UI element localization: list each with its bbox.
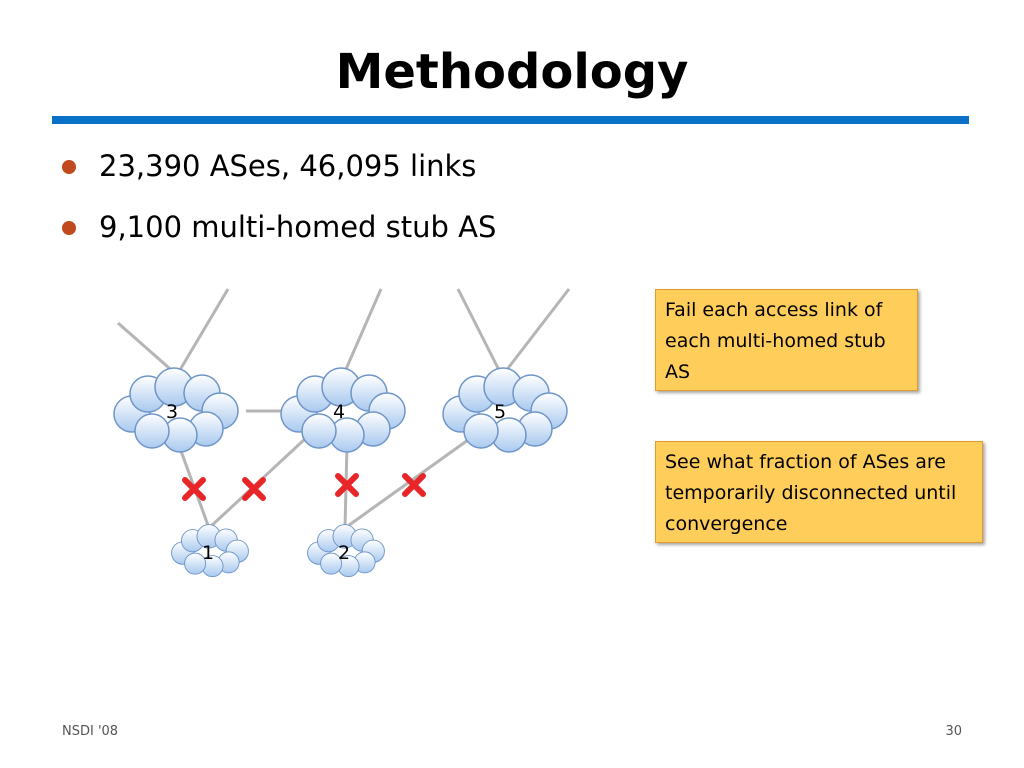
title-divider <box>52 116 969 124</box>
bullet-list: 23,390 ASes, 46,095 links 9,100 multi-ho… <box>62 146 662 268</box>
upstream-link <box>341 288 383 377</box>
bullet-item: 9,100 multi-homed stub AS <box>62 207 662 247</box>
link-5-2 <box>344 438 469 530</box>
page-number: 30 <box>945 724 962 739</box>
callout-measure-disconnection: See what fraction of ASes are temporaril… <box>655 441 983 543</box>
node-label-3: 3 <box>166 401 178 423</box>
slide-title: Methodology <box>335 44 689 100</box>
bullet-dot-icon <box>62 221 76 235</box>
bullet-item: 23,390 ASes, 46,095 links <box>62 146 662 186</box>
callout-fail-links: Fail each access link of each multi-home… <box>655 289 918 391</box>
footer-venue: NSDI '08 <box>62 724 119 739</box>
bullet-text: 23,390 ASes, 46,095 links <box>99 149 477 183</box>
upstream-link <box>500 288 571 377</box>
node-label-4: 4 <box>333 401 345 423</box>
node-label-2: 2 <box>338 542 350 564</box>
upstream-link <box>175 288 230 376</box>
node-label-1: 1 <box>202 542 214 564</box>
upstream-link <box>456 288 504 377</box>
upstream-links <box>117 288 571 377</box>
upstream-link <box>117 321 178 377</box>
link-fail-x-icon <box>245 480 263 498</box>
bullet-dot-icon <box>62 160 76 174</box>
node-label-5: 5 <box>494 401 506 423</box>
bullet-text: 9,100 multi-homed stub AS <box>99 210 497 244</box>
